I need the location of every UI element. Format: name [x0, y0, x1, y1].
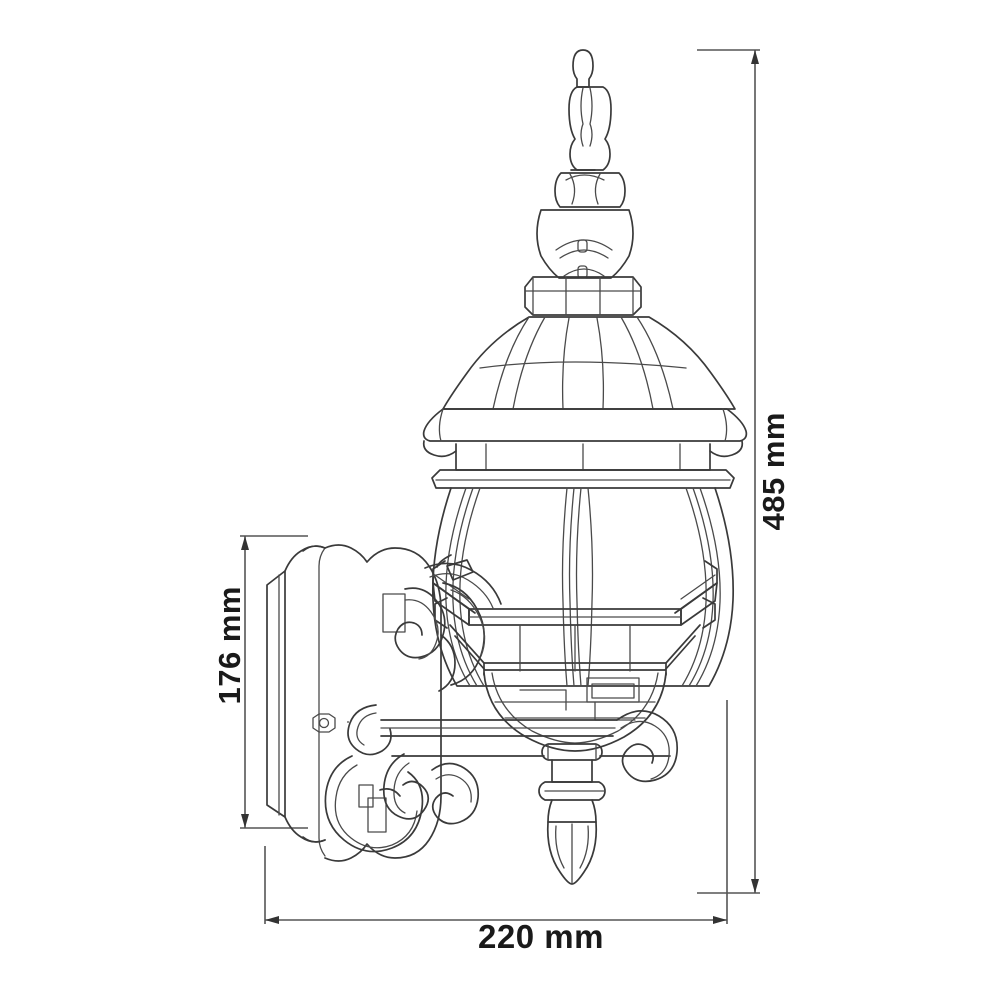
- lantern-cap: [422, 316, 748, 458]
- dimension-label-width: 220 mm: [478, 918, 604, 955]
- dimension-176-backplate: [240, 535, 308, 829]
- top-finial: [536, 49, 634, 279]
- bottom-finial: [538, 743, 606, 885]
- upper-arm-connector: [424, 559, 502, 609]
- scroll-arms: [324, 582, 679, 853]
- dimension-label-height: 485 mm: [756, 412, 791, 531]
- upper-frame-band: [431, 443, 735, 489]
- dimension-485-height: [697, 49, 760, 894]
- mounting-bolt: [312, 713, 336, 733]
- dimension-label-backplate-height: 176 mm: [212, 586, 247, 705]
- dimension-220-width: [264, 700, 728, 924]
- wall-backplate: [266, 544, 442, 862]
- neck-collar: [524, 276, 642, 316]
- dimension-lines: [240, 49, 760, 924]
